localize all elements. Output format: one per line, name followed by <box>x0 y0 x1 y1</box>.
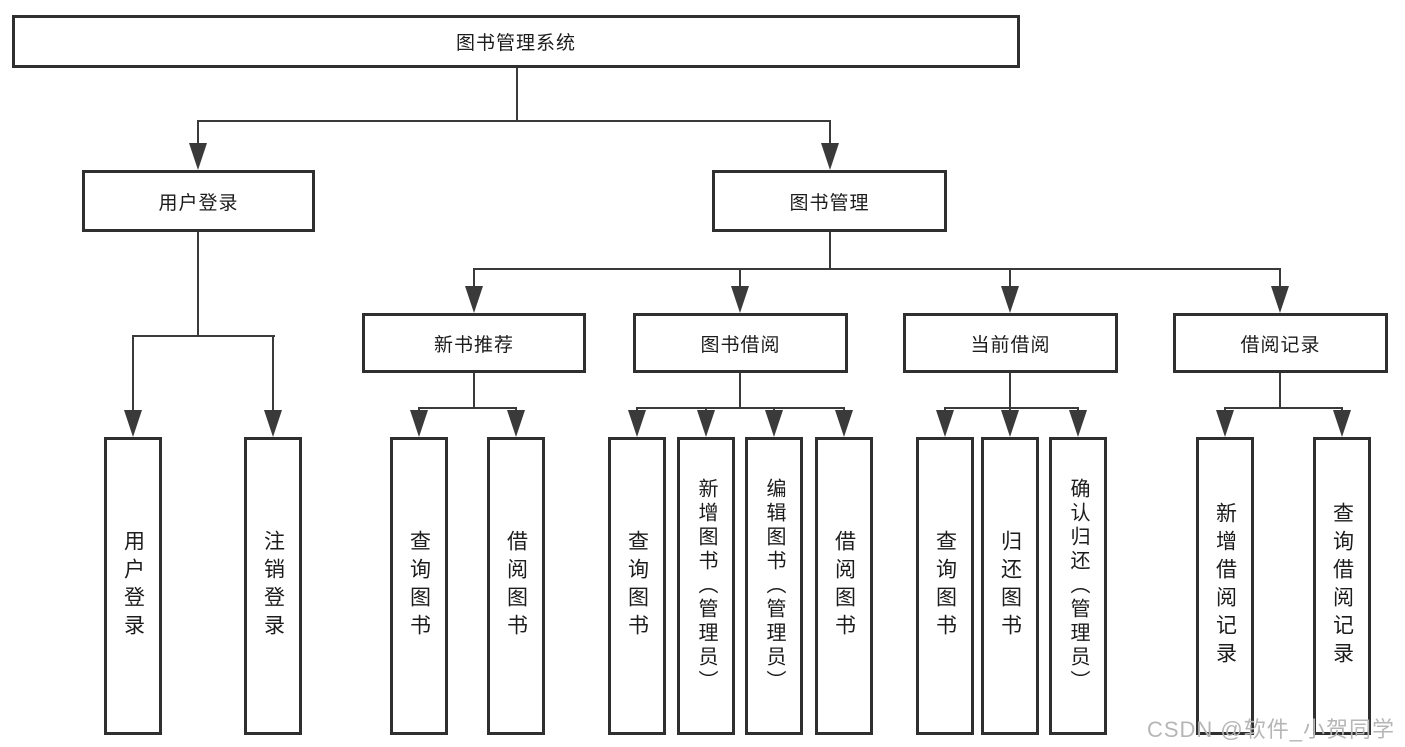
node-leaf-bb-edit-book: 编辑图书（管理员） <box>745 437 803 735</box>
arrow-down-icon <box>465 286 483 313</box>
node-leaf-bb-add-book-label: 新增图书（管理员） <box>695 478 717 694</box>
arrow-down-icon <box>410 410 428 437</box>
node-leaf-cb-query-book: 查询图书 <box>916 437 974 735</box>
node-leaf-bb-add-book: 新增图书（管理员） <box>677 437 735 735</box>
arrow-down-icon <box>835 410 853 437</box>
connector-line <box>739 268 741 288</box>
connector-line <box>132 335 275 337</box>
node-leaf-br-query-record: 查询借阅记录 <box>1313 437 1371 735</box>
connector-line <box>1009 373 1011 409</box>
connector-line <box>197 232 199 337</box>
connector-line <box>418 407 517 409</box>
node-new-book-recommend: 新书推荐 <box>362 313 586 373</box>
connector-line <box>1009 268 1011 288</box>
node-leaf-user-login: 用户登录 <box>104 437 162 735</box>
connector-line <box>829 232 831 270</box>
node-leaf-bb-borrow-book-label: 借阅图书 <box>832 530 856 642</box>
node-current-borrow: 当前借阅 <box>903 313 1118 373</box>
node-leaf-bb-edit-book-label: 编辑图书（管理员） <box>763 478 785 694</box>
node-leaf-bb-query-book: 查询图书 <box>608 437 666 735</box>
node-leaf-rec-query-book-label: 查询图书 <box>407 530 431 642</box>
watermark: CSDN @软件_小贺同学 <box>1146 717 1395 742</box>
node-leaf-rec-borrow-book: 借阅图书 <box>487 437 545 735</box>
connector-line <box>1279 268 1281 288</box>
connector-line <box>197 120 831 122</box>
node-leaf-cb-return-book-label: 归还图书 <box>998 530 1022 642</box>
connector-line <box>944 407 1079 409</box>
node-book-borrow-label: 图书借阅 <box>700 334 781 356</box>
arrow-down-icon <box>1069 410 1087 437</box>
connector-line <box>272 335 274 412</box>
arrow-down-icon <box>124 410 142 437</box>
node-new-book-recommend-label: 新书推荐 <box>433 334 514 356</box>
node-leaf-cb-query-book-label: 查询图书 <box>933 530 957 642</box>
node-leaf-br-query-record-label: 查询借阅记录 <box>1330 502 1354 670</box>
node-leaf-br-add-record: 新增借阅记录 <box>1196 437 1254 735</box>
node-root-label: 图书管理系统 <box>455 33 576 54</box>
node-leaf-cb-confirm-return: 确认归还（管理员） <box>1049 437 1107 735</box>
connector-line <box>829 120 831 146</box>
node-current-borrow-label: 当前借阅 <box>970 334 1051 356</box>
arrow-down-icon <box>1001 410 1019 437</box>
connector-line <box>473 268 1281 270</box>
arrow-down-icon <box>1271 286 1289 313</box>
node-leaf-cb-return-book: 归还图书 <box>981 437 1039 735</box>
arrow-down-icon <box>765 410 783 437</box>
connector-line <box>636 407 845 409</box>
node-leaf-bb-query-book-label: 查询图书 <box>625 530 649 642</box>
node-leaf-cb-confirm-return-label: 确认归还（管理员） <box>1067 478 1089 694</box>
node-user-login-label: 用户登录 <box>158 192 239 214</box>
arrow-down-icon <box>936 410 954 437</box>
node-book-borrow: 图书借阅 <box>633 313 848 373</box>
arrow-down-icon <box>1001 286 1019 313</box>
arrow-down-icon <box>1216 410 1234 437</box>
arrow-down-icon <box>507 410 525 437</box>
node-leaf-rec-query-book: 查询图书 <box>390 437 448 735</box>
node-book-mgmt: 图书管理 <box>712 170 947 232</box>
arrow-down-icon <box>697 410 715 437</box>
arrow-down-icon <box>731 286 749 313</box>
arrow-down-icon <box>821 143 839 170</box>
connector-line <box>197 120 199 146</box>
connector-line <box>516 68 518 121</box>
connector-line <box>739 373 741 409</box>
node-borrow-records: 借阅记录 <box>1173 313 1388 373</box>
connector-line <box>1279 373 1281 409</box>
node-borrow-records-label: 借阅记录 <box>1240 334 1321 356</box>
arrow-down-icon <box>189 143 207 170</box>
node-leaf-logout-label: 注销登录 <box>261 530 285 642</box>
node-leaf-user-login-label: 用户登录 <box>121 530 145 642</box>
node-root: 图书管理系统 <box>12 15 1020 68</box>
connector-line <box>1224 407 1343 409</box>
node-leaf-bb-borrow-book: 借阅图书 <box>815 437 873 735</box>
arrow-down-icon <box>628 410 646 437</box>
connector-line <box>473 268 475 288</box>
node-user-login: 用户登录 <box>82 170 315 232</box>
connector-line <box>132 335 134 412</box>
node-leaf-rec-borrow-book-label: 借阅图书 <box>504 530 528 642</box>
arrow-down-icon <box>1333 410 1351 437</box>
arrow-down-icon <box>264 410 282 437</box>
node-leaf-logout: 注销登录 <box>244 437 302 735</box>
node-book-mgmt-label: 图书管理 <box>789 192 870 214</box>
node-leaf-br-add-record-label: 新增借阅记录 <box>1213 502 1237 670</box>
connector-line <box>473 373 475 409</box>
